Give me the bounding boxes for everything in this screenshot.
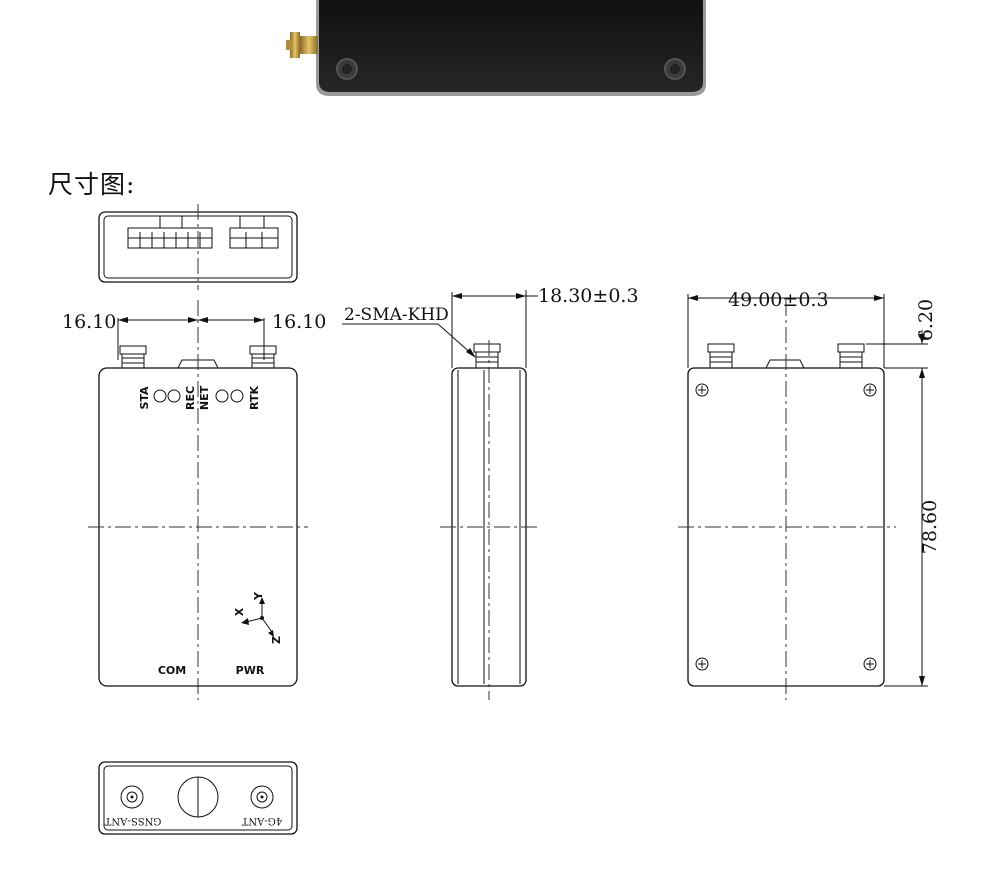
com-connector <box>127 215 213 249</box>
net-label: NET <box>198 385 211 410</box>
axis-z-label: Z <box>270 636 283 644</box>
sma-connector-back-left <box>707 343 735 369</box>
gnss-ant-label: GNSS-ANT <box>104 815 161 826</box>
rec-led <box>167 389 181 403</box>
axis-y-label: Y <box>252 591 265 601</box>
left-offset-dim: 16.10 <box>62 311 116 333</box>
sma-connector-side <box>473 343 501 369</box>
lte-ant-label: 4G-ANT <box>241 815 282 826</box>
bottom-view: GNSS-ANT 4G-ANT <box>98 761 298 835</box>
sma-connector-left <box>119 345 147 369</box>
lte-antenna-port <box>250 785 274 809</box>
back-view: 49.00±0.3 6.20 78.60 <box>678 289 941 700</box>
product-photo <box>286 0 706 96</box>
screw-icon <box>664 58 686 80</box>
screw-icon <box>695 383 709 397</box>
sta-label: STA <box>138 386 151 410</box>
rtk-led <box>230 389 244 403</box>
screw-icon <box>695 657 709 671</box>
top-view <box>98 204 298 290</box>
sta-led <box>153 389 167 403</box>
side-view: 18.30±0.3 2-SMA-KHD <box>342 285 639 700</box>
rec-label: REC <box>184 386 197 410</box>
front-view: 16.10 16.10 STA REC NET RTK <box>62 300 326 700</box>
pwr-connector <box>229 215 279 249</box>
screw-icon <box>863 383 877 397</box>
depth-dim: 18.30±0.3 <box>538 285 639 307</box>
width-dim: 49.00±0.3 <box>728 289 829 311</box>
screw-icon <box>336 58 358 80</box>
rtk-label: RTK <box>248 386 261 410</box>
connector-height-dim: 6.20 <box>915 299 937 341</box>
center-button <box>177 776 219 818</box>
connector-dim: 2-SMA-KHD <box>344 305 449 325</box>
sma-connector-right <box>249 345 277 369</box>
gnss-antenna-port <box>120 785 144 809</box>
sma-connector-photo <box>286 32 318 58</box>
com-label: COM <box>158 664 186 677</box>
screw-icon <box>863 657 877 671</box>
axis-icon <box>241 597 274 637</box>
pwr-label: PWR <box>236 664 265 677</box>
section-title: 尺寸图: <box>48 170 136 199</box>
sma-connector-back-right <box>837 343 865 369</box>
net-led <box>215 389 229 403</box>
height-dim: 78.60 <box>919 500 941 554</box>
right-offset-dim: 16.10 <box>272 311 326 333</box>
axis-x-label: X <box>233 607 246 616</box>
